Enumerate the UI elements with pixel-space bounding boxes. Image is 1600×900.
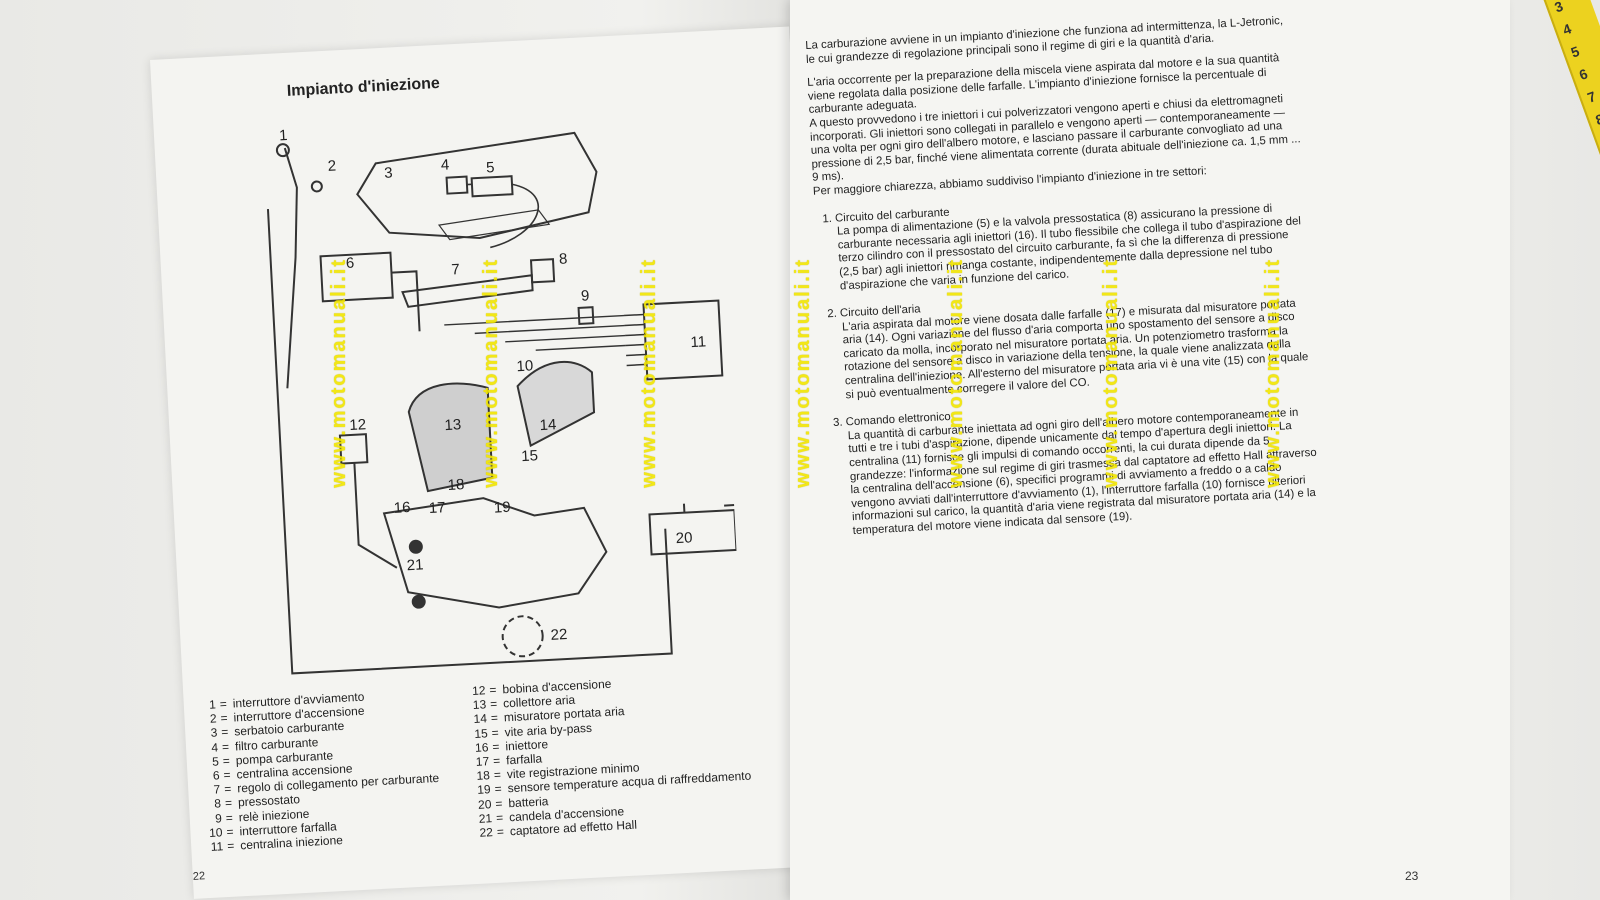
fuel-rail-shape xyxy=(401,274,534,308)
legend-column-1: 1=interruttore d'avviamento 2=interrutto… xyxy=(193,683,501,855)
right-page-number: 23 xyxy=(1405,869,1419,883)
ruler-marks: 3 4 5 6 7 8 9 xyxy=(1552,0,1600,129)
watermark-text: www.motomanuali.it xyxy=(638,258,660,488)
diagram-label: 20 xyxy=(675,529,693,547)
fuel-tank-shape xyxy=(356,131,598,239)
battery-shape xyxy=(648,508,738,556)
diagram-label: 8 xyxy=(559,250,568,267)
measuring-tape: 3 4 5 6 7 8 9 xyxy=(1540,0,1600,216)
diagram-label: 15 xyxy=(521,447,539,465)
fuel-pump-shape xyxy=(470,175,514,198)
wiring-frame xyxy=(266,208,673,675)
ignition-ecu-shape xyxy=(319,251,394,303)
page-title: Impianto d'iniezione xyxy=(286,74,441,100)
diagram-label: 6 xyxy=(345,255,354,272)
diagram-label: 17 xyxy=(428,499,446,517)
section-electronic-control: 3. Comando elettronico La quantità di ca… xyxy=(825,392,1321,540)
diagram-label: 14 xyxy=(539,416,557,434)
diagram-label: 2 xyxy=(327,157,336,174)
watermark-text: www.motomanuali.it xyxy=(792,258,814,488)
airflow-meter-shape xyxy=(516,360,596,448)
injection-relay-shape xyxy=(577,306,595,325)
right-page-text: La carburazione avviene in un impianto d… xyxy=(805,14,1321,540)
diagram-label: 9 xyxy=(581,287,590,304)
hall-sensor-shape xyxy=(501,615,544,658)
diagram-label: 13 xyxy=(444,416,462,434)
left-page-number: 22 xyxy=(192,870,206,883)
diagram-label: 19 xyxy=(493,499,511,517)
section-fuel-circuit: 1. Circuito del carburante La pompa di a… xyxy=(814,188,1308,295)
diagram-label: 18 xyxy=(447,476,465,494)
right-page: La carburazione avviene in un impianto d… xyxy=(790,0,1510,900)
diagram-label: 22 xyxy=(550,626,568,644)
diagram-label: 4 xyxy=(440,156,449,173)
section-body: La quantità di carburante iniettata ad o… xyxy=(847,406,1317,538)
watermark-text: www.motomanuali.it xyxy=(480,258,502,488)
diagram-label: 1 xyxy=(279,127,288,144)
diagram-label: 12 xyxy=(349,416,367,434)
injection-system-diagram: 1 2 3 4 5 6 7 8 9 10 11 12 13 14 15 16 1… xyxy=(266,127,740,675)
injection-ecu-shape xyxy=(642,299,724,381)
engine-block-shape xyxy=(382,497,608,609)
watermark-text: www.motomanuali.it xyxy=(945,258,967,488)
watermark-text: www.motomanuali.it xyxy=(328,258,350,488)
diagram-label: 7 xyxy=(451,261,460,278)
diagram-label: 5 xyxy=(486,159,495,176)
legend-column-2: 12=bobina d'accensione 13=collettore ari… xyxy=(463,667,811,841)
air-collector-shape xyxy=(407,382,494,493)
diagram-label: 3 xyxy=(384,164,393,181)
diagram-label: 16 xyxy=(393,499,411,517)
watermark-text: www.motomanuali.it xyxy=(1262,258,1284,488)
fuel-filter-shape xyxy=(445,175,469,195)
diagram-label: 10 xyxy=(516,357,534,375)
watermark-text: www.motomanuali.it xyxy=(1100,258,1122,488)
diagram-label: 21 xyxy=(406,556,424,574)
left-page: Impianto d'iniezione xyxy=(150,26,834,899)
diagram-label: 11 xyxy=(690,333,706,351)
section-air-circuit: 2. Circuito dell'aria L'aria aspirata da… xyxy=(819,283,1313,404)
